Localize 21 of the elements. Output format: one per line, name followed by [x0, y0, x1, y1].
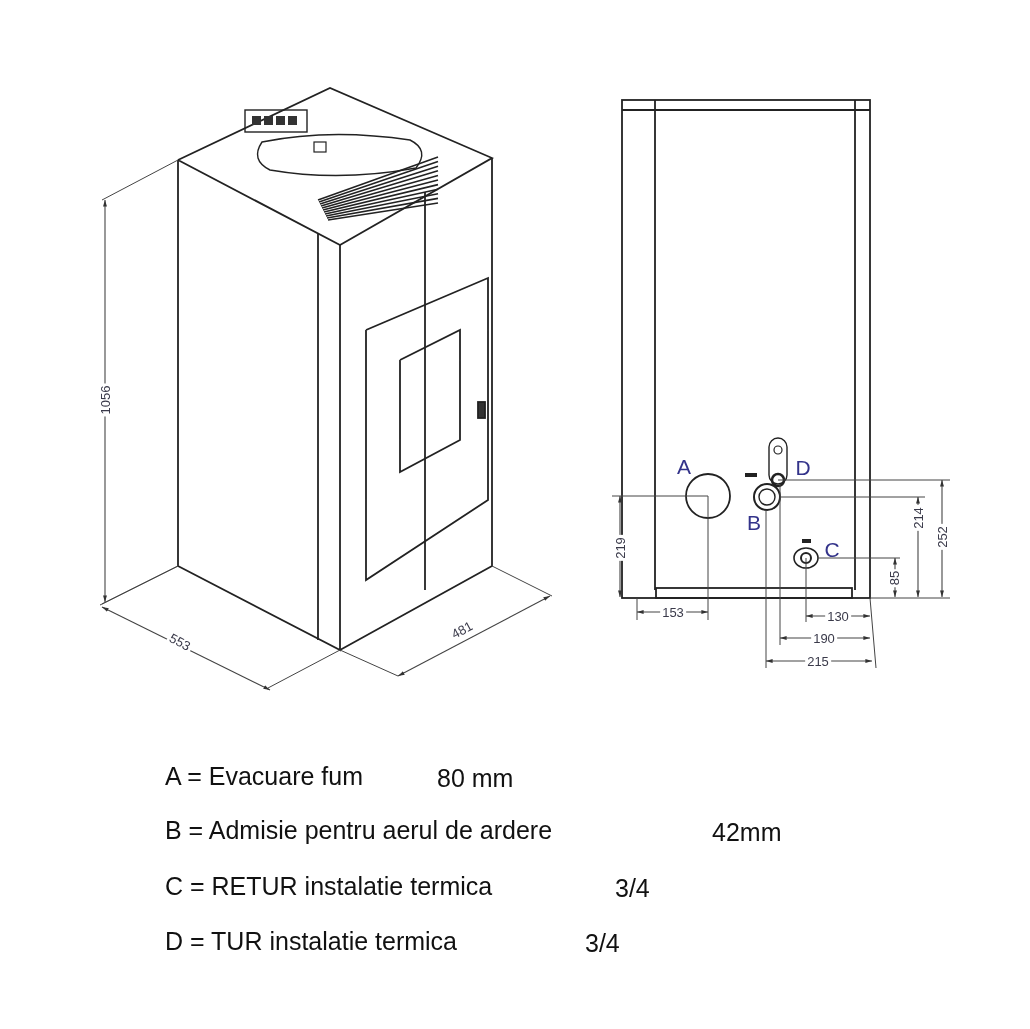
dimension-label: 85: [887, 568, 901, 588]
callout-letter: A: [677, 455, 691, 477]
note-text: 80 mm: [437, 765, 514, 791]
callout-letter: D: [795, 456, 811, 478]
dimension-label: 190: [811, 631, 837, 645]
note-text: 3/4: [615, 875, 650, 901]
callout-letter: C: [824, 538, 840, 560]
note-text: 42mm: [712, 819, 782, 845]
dimension-label: 1056: [98, 383, 112, 417]
note-text: 3/4: [585, 930, 620, 956]
callout-letter: B: [747, 511, 761, 533]
note-text: C = RETUR instalatie termica: [165, 873, 493, 899]
dimension-label: 130: [825, 609, 851, 623]
note-text: D = TUR instalatie termica: [165, 928, 457, 954]
dimension-label: 252: [935, 524, 949, 550]
dimension-label: 214: [911, 505, 925, 531]
dimension-label: 215: [805, 654, 831, 668]
note-text: B = Admisie pentru aerul de ardere: [165, 817, 553, 843]
dimension-label: 219: [613, 535, 627, 561]
dimension-label: 153: [660, 605, 686, 619]
note-text: A = Evacuare fum: [165, 763, 364, 789]
